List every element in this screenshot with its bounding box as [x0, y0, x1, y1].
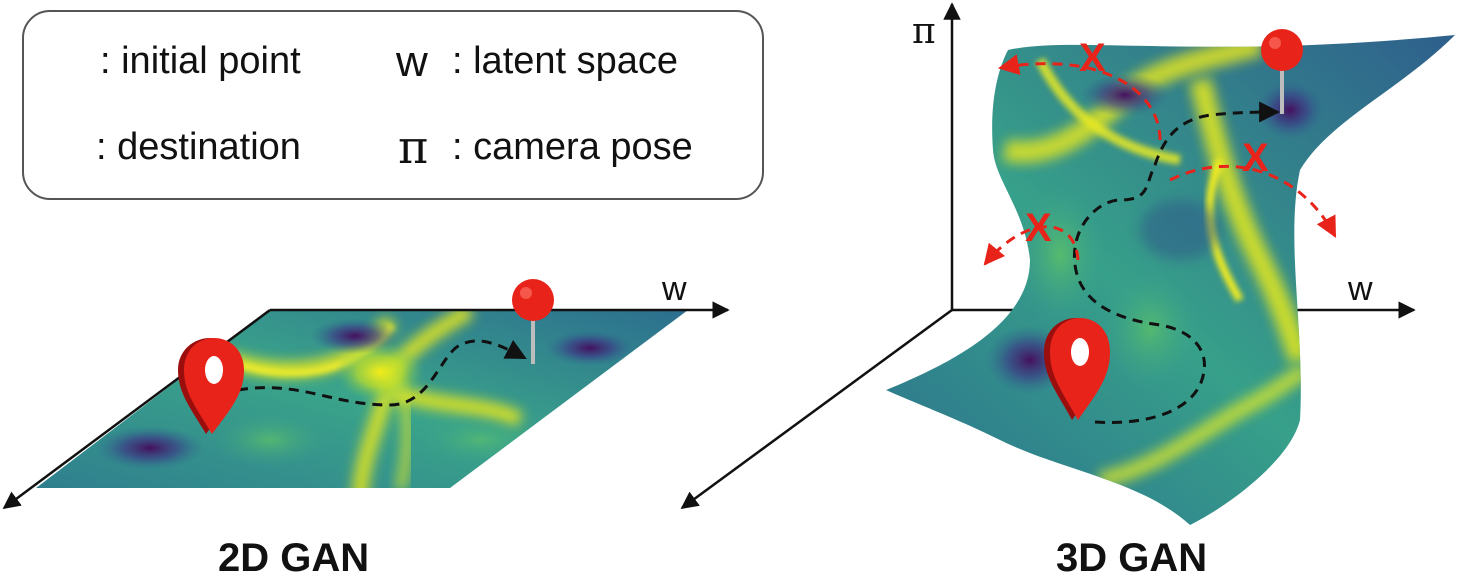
failure-mark-top: X	[1079, 36, 1106, 80]
initial-point-icon-3d	[1044, 318, 1110, 420]
legend-destination-label: : destination	[96, 126, 301, 168]
optimization-path-2d	[237, 339, 527, 407]
legend-latent-label: : latent space	[452, 40, 679, 82]
initial-point-icon-2d	[178, 338, 244, 434]
legend-initial-point-label: : initial point	[100, 40, 301, 82]
legend-pose-label: : camera pose	[452, 126, 693, 168]
optimization-path-3d	[1073, 101, 1281, 424]
legend-pose-symbol: π	[398, 120, 429, 174]
title-2d-gan: 2D GAN	[218, 536, 370, 580]
legend-box	[22, 10, 764, 200]
failure-arrow-left	[983, 225, 1080, 266]
flat-latent-plane	[36, 310, 688, 488]
w-axis-label-3d: w	[1348, 270, 1373, 308]
destination-icon-3d	[1261, 29, 1303, 114]
title-3d-gan: 3D GAN	[1056, 536, 1208, 580]
legend-latent-symbol: w	[396, 37, 428, 86]
w-axis-label-2d: w	[662, 270, 687, 308]
destination-icon-2d	[512, 279, 554, 364]
failure-mark-left: X	[1025, 206, 1052, 250]
curved-latent-surface	[886, 35, 1455, 525]
pose-axis-label: π	[912, 11, 936, 52]
failure-arrow-top	[997, 54, 1162, 141]
depth-axis-3d	[680, 308, 953, 510]
failure-arrow-right	[1169, 165, 1337, 238]
failure-mark-right: X	[1242, 136, 1269, 180]
